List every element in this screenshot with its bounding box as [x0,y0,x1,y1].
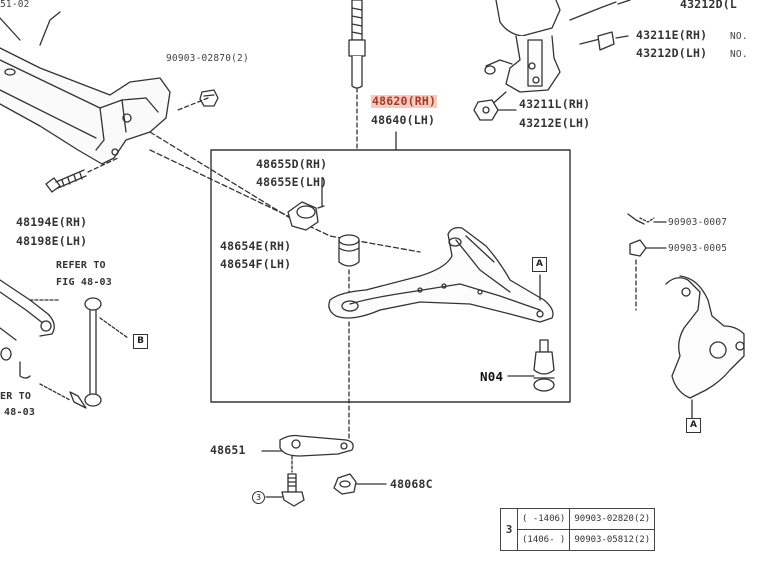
label-90903-02870: 90903-02870(2) [166,53,249,64]
label-90903-0005: 90903-0005 [668,243,728,254]
label-48651[interactable]: 48651 [210,443,246,457]
label-n04[interactable]: N04 [480,369,504,384]
dashed-bolt-link [87,157,119,173]
label-refer-to-partial: ER TO [0,391,32,402]
label-43211l[interactable]: 43211L(RH) [519,97,591,111]
note-range-2: (1406- ) [516,529,571,551]
lower-arm-frame [210,149,571,403]
nut-48068c-drawing [333,473,357,495]
label-top-right-partial[interactable]: 43212D(L [680,0,737,11]
circle-3-marker: 3 [252,491,265,504]
note-row-label: 3 [500,508,518,551]
label-43211e[interactable]: 43211E(RH) [636,28,708,42]
stud-drawing [348,0,366,89]
label-90903-0007: 90903-0007 [668,217,728,228]
note-table: 3 ( -1406) 90903-02820(2) (1406- ) 90903… [500,508,656,551]
label-fig-48-03-partial[interactable]: 48-03 [4,407,36,418]
label-fig-48-03[interactable]: FIG 48-03 [56,277,112,288]
label-no-2: NO. [730,49,748,60]
bushing-48655-drawing [287,201,325,231]
bolt-48194e-drawing [45,169,87,193]
label-48640[interactable]: 48640(LH) [371,113,436,127]
ball-joint-drawing [533,339,555,392]
label-48654f[interactable]: 48654F(LH) [220,257,292,271]
dashed-bushing-link [149,131,291,219]
note-part-2: 90903-05812(2) [569,529,656,551]
bolt-3-drawing [281,455,305,507]
label-48655e[interactable]: 48655E(LH) [256,175,328,189]
label-48620[interactable]: 48620(RH) [371,94,438,108]
strut-drawing [484,0,631,93]
label-48654e[interactable]: 48654E(RH) [220,239,292,253]
label-refer-to: REFER TO [56,260,106,271]
subframe-drawing [0,11,171,165]
ref-box-a[interactable]: A [532,257,547,272]
label-no-1: NO. [730,31,748,42]
ref-box-a-knuckle[interactable]: A [686,418,701,433]
bushing-48654-drawing [338,234,360,267]
knuckle-drawing [627,213,745,419]
note-part-1: 90903-02820(2) [569,508,656,530]
label-43212e[interactable]: 43212E(LH) [519,116,591,130]
label-43212d[interactable]: 43212D(LH) [636,46,708,60]
nut-drawing [199,89,219,107]
plate-48651-drawing [279,434,354,457]
nut-43211l-drawing [473,99,499,121]
label-48655d[interactable]: 48655D(RH) [256,157,328,171]
label-48198e[interactable]: 48198E(LH) [16,234,88,248]
dashed-nut-link [177,97,209,111]
stabilizer-drawing [0,279,129,409]
dashed-bushing-link-2 [149,149,421,253]
lower-arm-drawing [328,226,554,323]
note-range-1: ( -1406) [516,508,571,530]
label-48068c[interactable]: 48068C [390,477,433,491]
label-top-left: 51-02 [0,0,30,10]
ref-box-b[interactable]: B [133,334,148,349]
label-48194e[interactable]: 48194E(RH) [16,215,88,229]
